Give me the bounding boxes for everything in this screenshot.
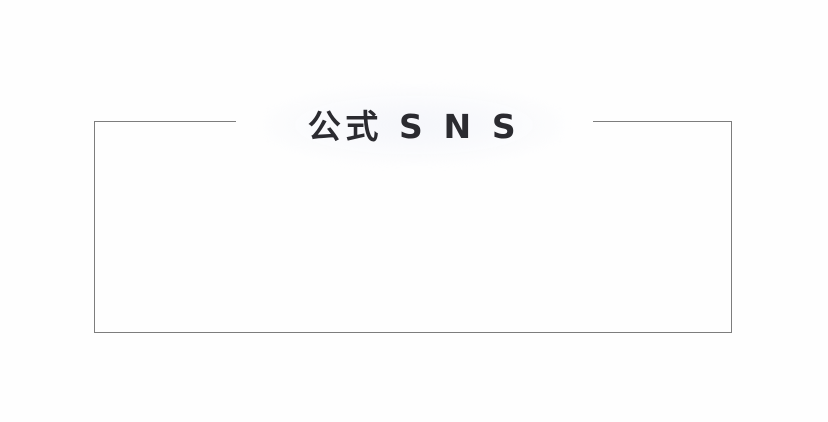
sns-content-frame — [94, 121, 732, 333]
frame-top-border-gap — [236, 113, 593, 131]
